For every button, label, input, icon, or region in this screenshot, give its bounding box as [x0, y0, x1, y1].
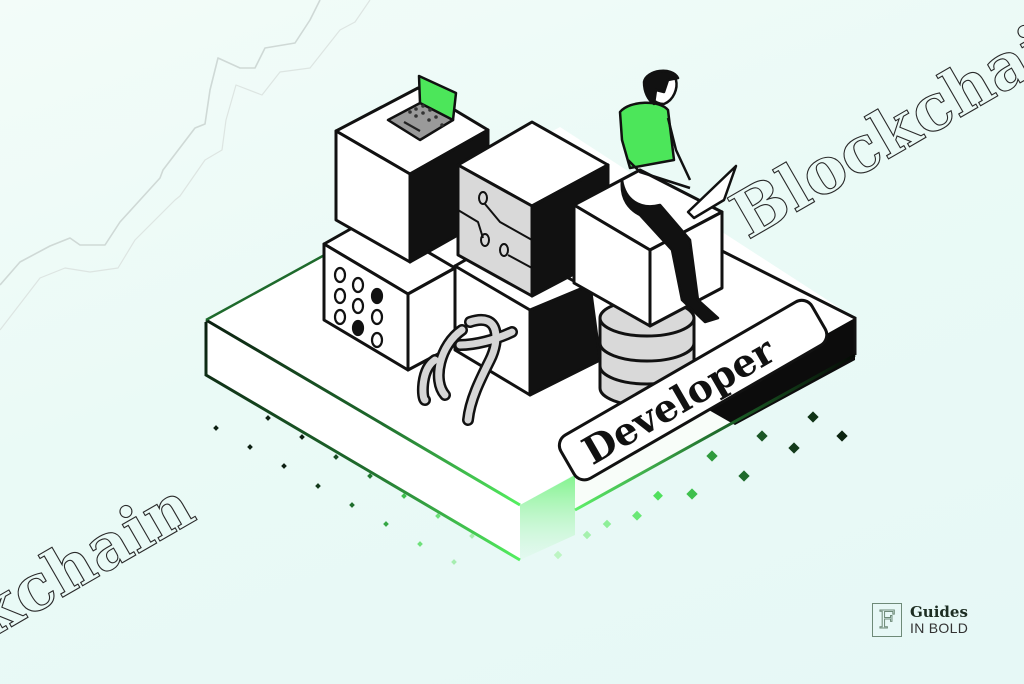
dot-grid-right	[553, 411, 848, 560]
svg-text:Blockchain: Blockchain	[719, 0, 1024, 254]
svg-text:Blockchain: Blockchain	[0, 468, 206, 684]
blockchain-word-bottom-left: Blockchain	[0, 467, 207, 684]
small-laptop	[386, 74, 458, 142]
brand-mark-icon: F	[872, 603, 902, 637]
brand-title: Guides	[910, 602, 968, 621]
brand-text: Guides IN BOLD	[910, 602, 969, 636]
brand-subtitle: IN BOLD	[910, 619, 969, 636]
chain-link-icon	[416, 314, 518, 426]
trend-line	[0, 0, 371, 331]
blockchain-word-top-right: Blockchain	[718, 0, 1024, 254]
developer-person	[618, 69, 738, 324]
guides-in-bold-logo: F Guides IN BOLD	[872, 603, 968, 637]
dots-cube	[322, 216, 457, 372]
dot-grid-left	[213, 415, 475, 565]
